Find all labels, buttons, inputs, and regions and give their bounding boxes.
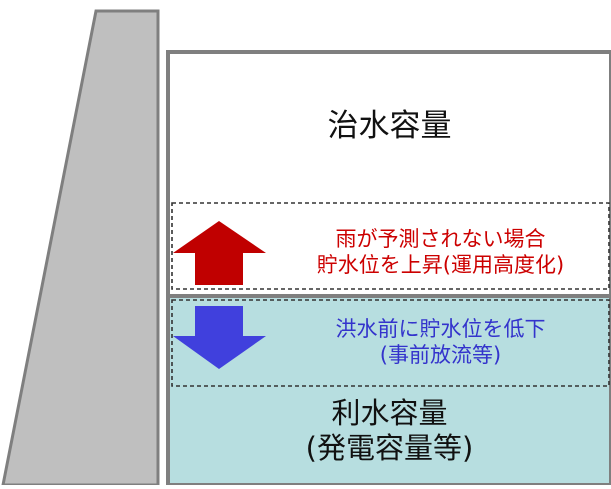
flood-capacity-label: 治水容量	[327, 108, 452, 144]
lower-operation-text: 洪水前に貯水位を低下 (事前放流等)	[270, 317, 611, 368]
raise-line-2: 貯水位を上昇(運用高度化)	[316, 252, 565, 277]
water-use-line-2: (発電容量等)	[305, 430, 474, 465]
lower-line-2: (事前放流等)	[379, 342, 502, 367]
raise-line-1: 雨が予測されない場合	[335, 227, 546, 251]
lower-line-1: 洪水前に貯水位を低下	[335, 317, 546, 341]
raise-operation-box	[171, 202, 610, 290]
dam-body	[1, 9, 160, 487]
lower-operation-box	[171, 299, 610, 387]
water-use-capacity-label: 利水容量 (発電容量等)	[168, 396, 611, 466]
arrow-up-icon	[173, 221, 266, 285]
water-use-line-1: 利水容量	[331, 396, 448, 430]
arrow-down-icon	[173, 306, 266, 369]
raise-operation-text: 雨が予測されない場合 貯水位を上昇(運用高度化)	[270, 227, 611, 278]
